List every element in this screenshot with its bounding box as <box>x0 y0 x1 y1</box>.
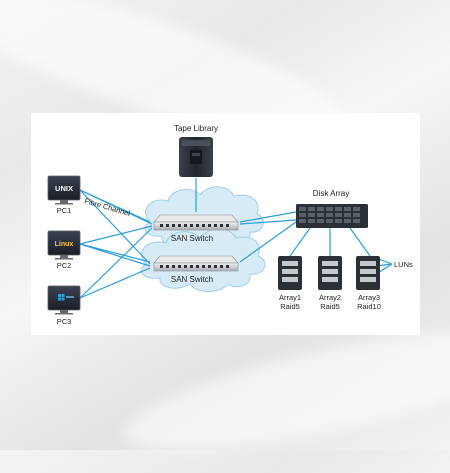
pc2: Linux PC2 <box>47 230 81 270</box>
san-switch-bottom-label: SAN Switch <box>171 275 213 284</box>
windows-logo-icon <box>58 294 74 301</box>
pc2-label: PC2 <box>57 261 72 270</box>
luns-label: LUNs <box>394 260 413 269</box>
array2-raid: Raid5 <box>320 302 340 311</box>
array2: Array2 Raid5 <box>318 256 342 311</box>
fibre-channel-label: Fibre Channel <box>83 196 131 218</box>
pc3: PC3 <box>47 285 81 326</box>
pc1: UNIX PC1 <box>47 175 81 215</box>
array1-label: Array1 <box>279 293 301 302</box>
array2-label: Array2 <box>319 293 341 302</box>
array1-raid: Raid5 <box>280 302 300 311</box>
disk-array-label: Disk Array <box>313 189 349 198</box>
tape-library-label: Tape Library <box>174 124 218 133</box>
array3-label: Array3 <box>358 293 380 302</box>
san-switch-bottom: SAN Switch <box>153 255 239 284</box>
disk-array: Disk Array <box>296 189 368 228</box>
array1: Array1 Raid5 <box>278 256 302 311</box>
pc3-label: PC3 <box>57 317 72 326</box>
san-switch-top-label: SAN Switch <box>171 234 213 243</box>
pc1-os-logo: UNIX <box>55 184 73 193</box>
array3-raid: Raid10 <box>357 302 381 311</box>
san-switch-top: SAN Switch <box>153 214 239 243</box>
tape-library: Tape Library <box>174 124 218 177</box>
pc2-os-logo: Linux <box>55 241 74 248</box>
array3: Array3 Raid10 <box>356 256 381 311</box>
pc1-label: PC1 <box>57 206 72 215</box>
san-diagram: Tape Library SAN Switch SAN Switch Fibre… <box>47 124 413 326</box>
